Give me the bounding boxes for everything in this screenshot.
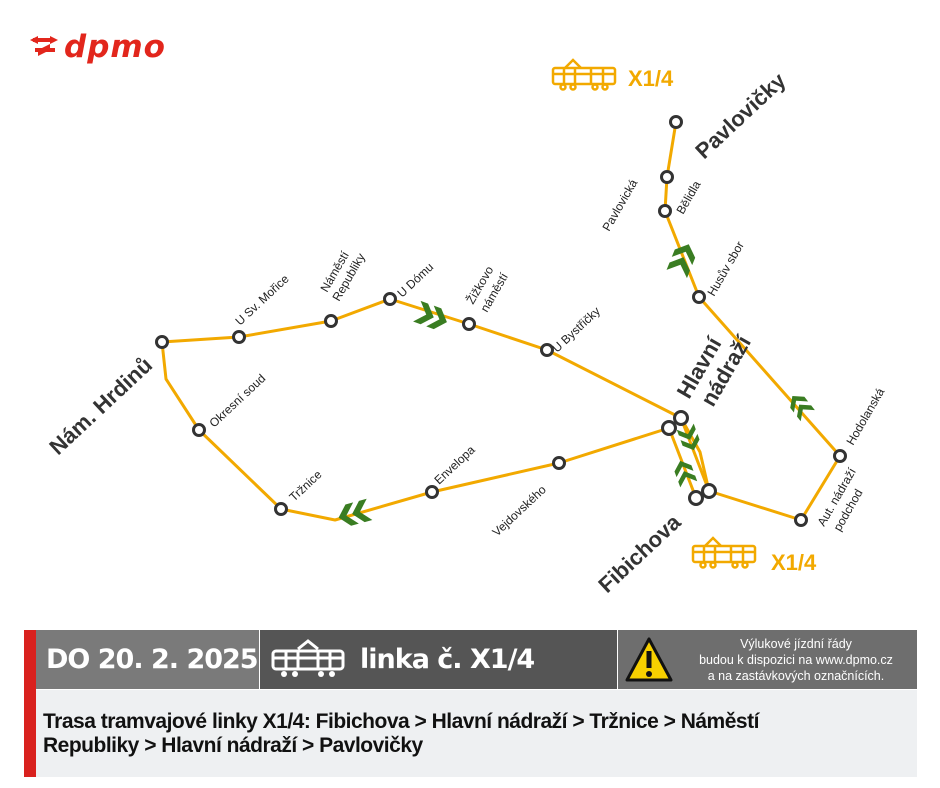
notice-text: Výlukové jízdní řády budou k dispozici n… xyxy=(678,636,914,684)
stop-vejdovskeho xyxy=(552,456,566,470)
stop-belidla xyxy=(658,204,672,218)
label-pavlovicka: Pavlovická xyxy=(599,177,640,234)
valid-until-date: DO 20. 2. 2025 xyxy=(46,644,259,675)
stop-u-domu xyxy=(383,292,397,306)
stop-okresni-soud xyxy=(192,423,206,437)
line-badge-label: X1/4 xyxy=(628,66,674,91)
label-fibichova: Fibichova xyxy=(593,509,686,598)
date-box: DO 20. 2. 2025 xyxy=(36,630,259,689)
stop-fibichova-a xyxy=(701,483,717,499)
line-badge-label: X1/4 xyxy=(771,550,817,575)
arrow-icon xyxy=(676,423,700,451)
route-lines xyxy=(160,121,842,522)
arrow-icon xyxy=(790,395,815,422)
line-badge-bottom: X1/4 xyxy=(691,536,817,575)
stop-envelopa xyxy=(425,485,439,499)
arrow-icon xyxy=(674,460,698,488)
banner-accent-bar xyxy=(24,630,36,777)
label-nam-hrdinu: Nám. Hrdinů xyxy=(44,352,157,459)
route-description-box: Trasa tramvajové linky X1/4: Fibichova >… xyxy=(36,690,917,777)
logo-arrows-icon xyxy=(30,36,58,56)
stop-husuv-sbor xyxy=(692,290,706,304)
direction-arrows xyxy=(338,244,815,526)
tram-icon xyxy=(691,536,757,569)
stop-zizkovo-namesti xyxy=(462,317,476,331)
stop-u-bystricky xyxy=(540,343,554,357)
route-line-1: Trasa tramvajové linky X1/4: Fibichova >… xyxy=(43,710,759,733)
stop-pavlovicka xyxy=(660,170,674,184)
label-husuv-sbor: Husův sbor xyxy=(704,239,746,299)
stop-pavlovicky xyxy=(669,115,683,129)
route-description: Trasa tramvajové linky X1/4: Fibichova >… xyxy=(43,710,903,758)
line-badge-top: X1/4 xyxy=(551,58,674,91)
info-banner: DO 20. 2. 2025 linka č. X1/4 Výlukové jí… xyxy=(24,630,917,777)
label-u-sv-morice: U Sv. Mořice xyxy=(232,272,291,329)
label-hodolanska: Hodolanská xyxy=(843,385,887,447)
label-pavlovicky: Pavlovičky xyxy=(690,67,791,163)
stop-u-sv-morice xyxy=(232,330,246,344)
notice-line-3: a na zastávkových označnících. xyxy=(707,669,885,683)
warning-icon xyxy=(625,637,673,682)
tram-icon xyxy=(551,58,617,91)
arrow-icon xyxy=(413,300,447,330)
stop-aut-nadrazi xyxy=(794,513,808,527)
stop-namesti-republiky xyxy=(324,314,338,328)
notice-line-2: budou k dispozici na www.dpmo.cz xyxy=(699,653,893,667)
tram-icon xyxy=(271,639,345,677)
logo-text: dpmo xyxy=(64,29,166,65)
arrow-icon xyxy=(338,498,373,526)
route-line-2: Republiky > Hlavní nádraží > Pavlovičky xyxy=(43,734,423,757)
label-belidla: Bělidla xyxy=(673,178,703,216)
stop-hodolanska xyxy=(833,449,847,463)
stops xyxy=(155,115,847,527)
stop-nam-hrdinu xyxy=(155,335,169,349)
label-vejdovskeho: Vejdovského xyxy=(489,482,549,539)
line-box: linka č. X1/4 xyxy=(260,630,617,689)
label-trznice: Tržnice xyxy=(286,467,324,504)
arrow-icon xyxy=(666,244,696,279)
label-u-domu: U Dómu xyxy=(394,260,436,300)
notice-line-1: Výlukové jízdní řády xyxy=(740,637,852,651)
label-okresni-soud: Okresní soud xyxy=(206,371,268,430)
route-map: dpmo xyxy=(30,29,887,598)
stop-fibichova-b xyxy=(688,490,704,506)
dpmo-logo: dpmo xyxy=(30,29,166,65)
stop-trznice xyxy=(274,502,288,516)
label-u-bystricky: U Bystřičky xyxy=(549,304,602,355)
notice-box: Výlukové jízdní řády budou k dispozici n… xyxy=(618,630,917,689)
label-envelopa: Envelopa xyxy=(431,443,477,488)
stop-hlavni-nadrazi-a xyxy=(673,410,689,426)
stop-hlavni-nadrazi-b xyxy=(661,420,677,436)
line-number-label: linka č. X1/4 xyxy=(360,644,535,675)
